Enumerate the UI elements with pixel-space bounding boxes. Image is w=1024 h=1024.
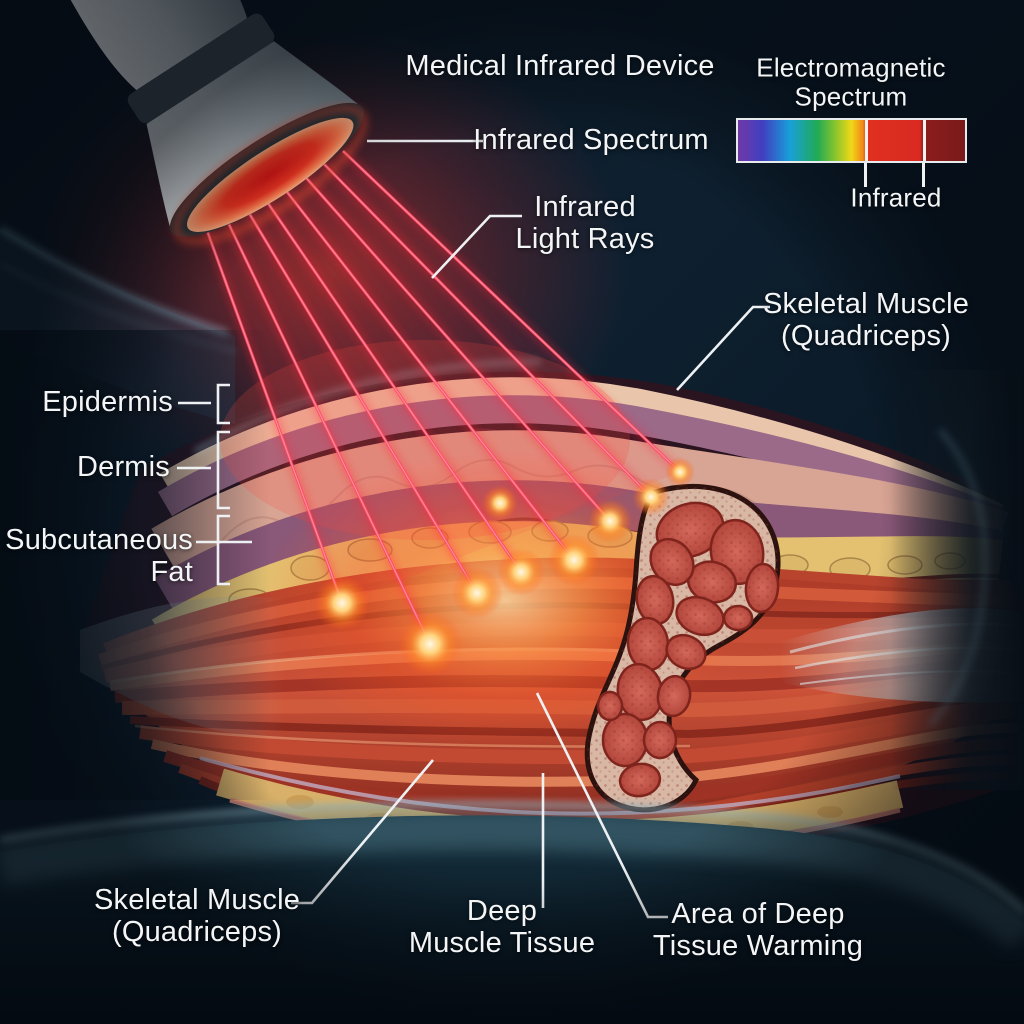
subcutaneous-fat-label: Subcutaneous Fat: [5, 524, 193, 588]
infrared-spectrum-label: Infrared Spectrum: [473, 124, 709, 157]
electromagnetic-spectrum-title: Electromagnetic Spectrum: [756, 52, 946, 111]
skeletal-muscle-top-label: Skeletal Muscle (Quadriceps): [762, 288, 970, 352]
infrared-light-rays-label: Infrared Light Rays: [515, 191, 655, 255]
infrared-band-label: Infrared: [850, 182, 942, 213]
spectrum-divider-right: [923, 120, 926, 161]
skeletal-muscle-bottom-label: Skeletal Muscle (Quadriceps): [93, 884, 301, 948]
area-deep-tissue-warming-label: Area of Deep Tissue Warming: [652, 898, 864, 962]
epidermis-label: Epidermis: [42, 386, 173, 419]
device-title-label: Medical Infrared Device: [405, 50, 715, 83]
spectrum-divider-left: [865, 120, 868, 161]
electromagnetic-spectrum-bar: [736, 118, 967, 163]
deep-muscle-tissue-label: Deep Muscle Tissue: [408, 895, 596, 959]
dermis-label: Dermis: [76, 451, 170, 484]
infrared-band-tick-left: [864, 163, 867, 187]
infrared-band-tick-right: [922, 163, 925, 187]
